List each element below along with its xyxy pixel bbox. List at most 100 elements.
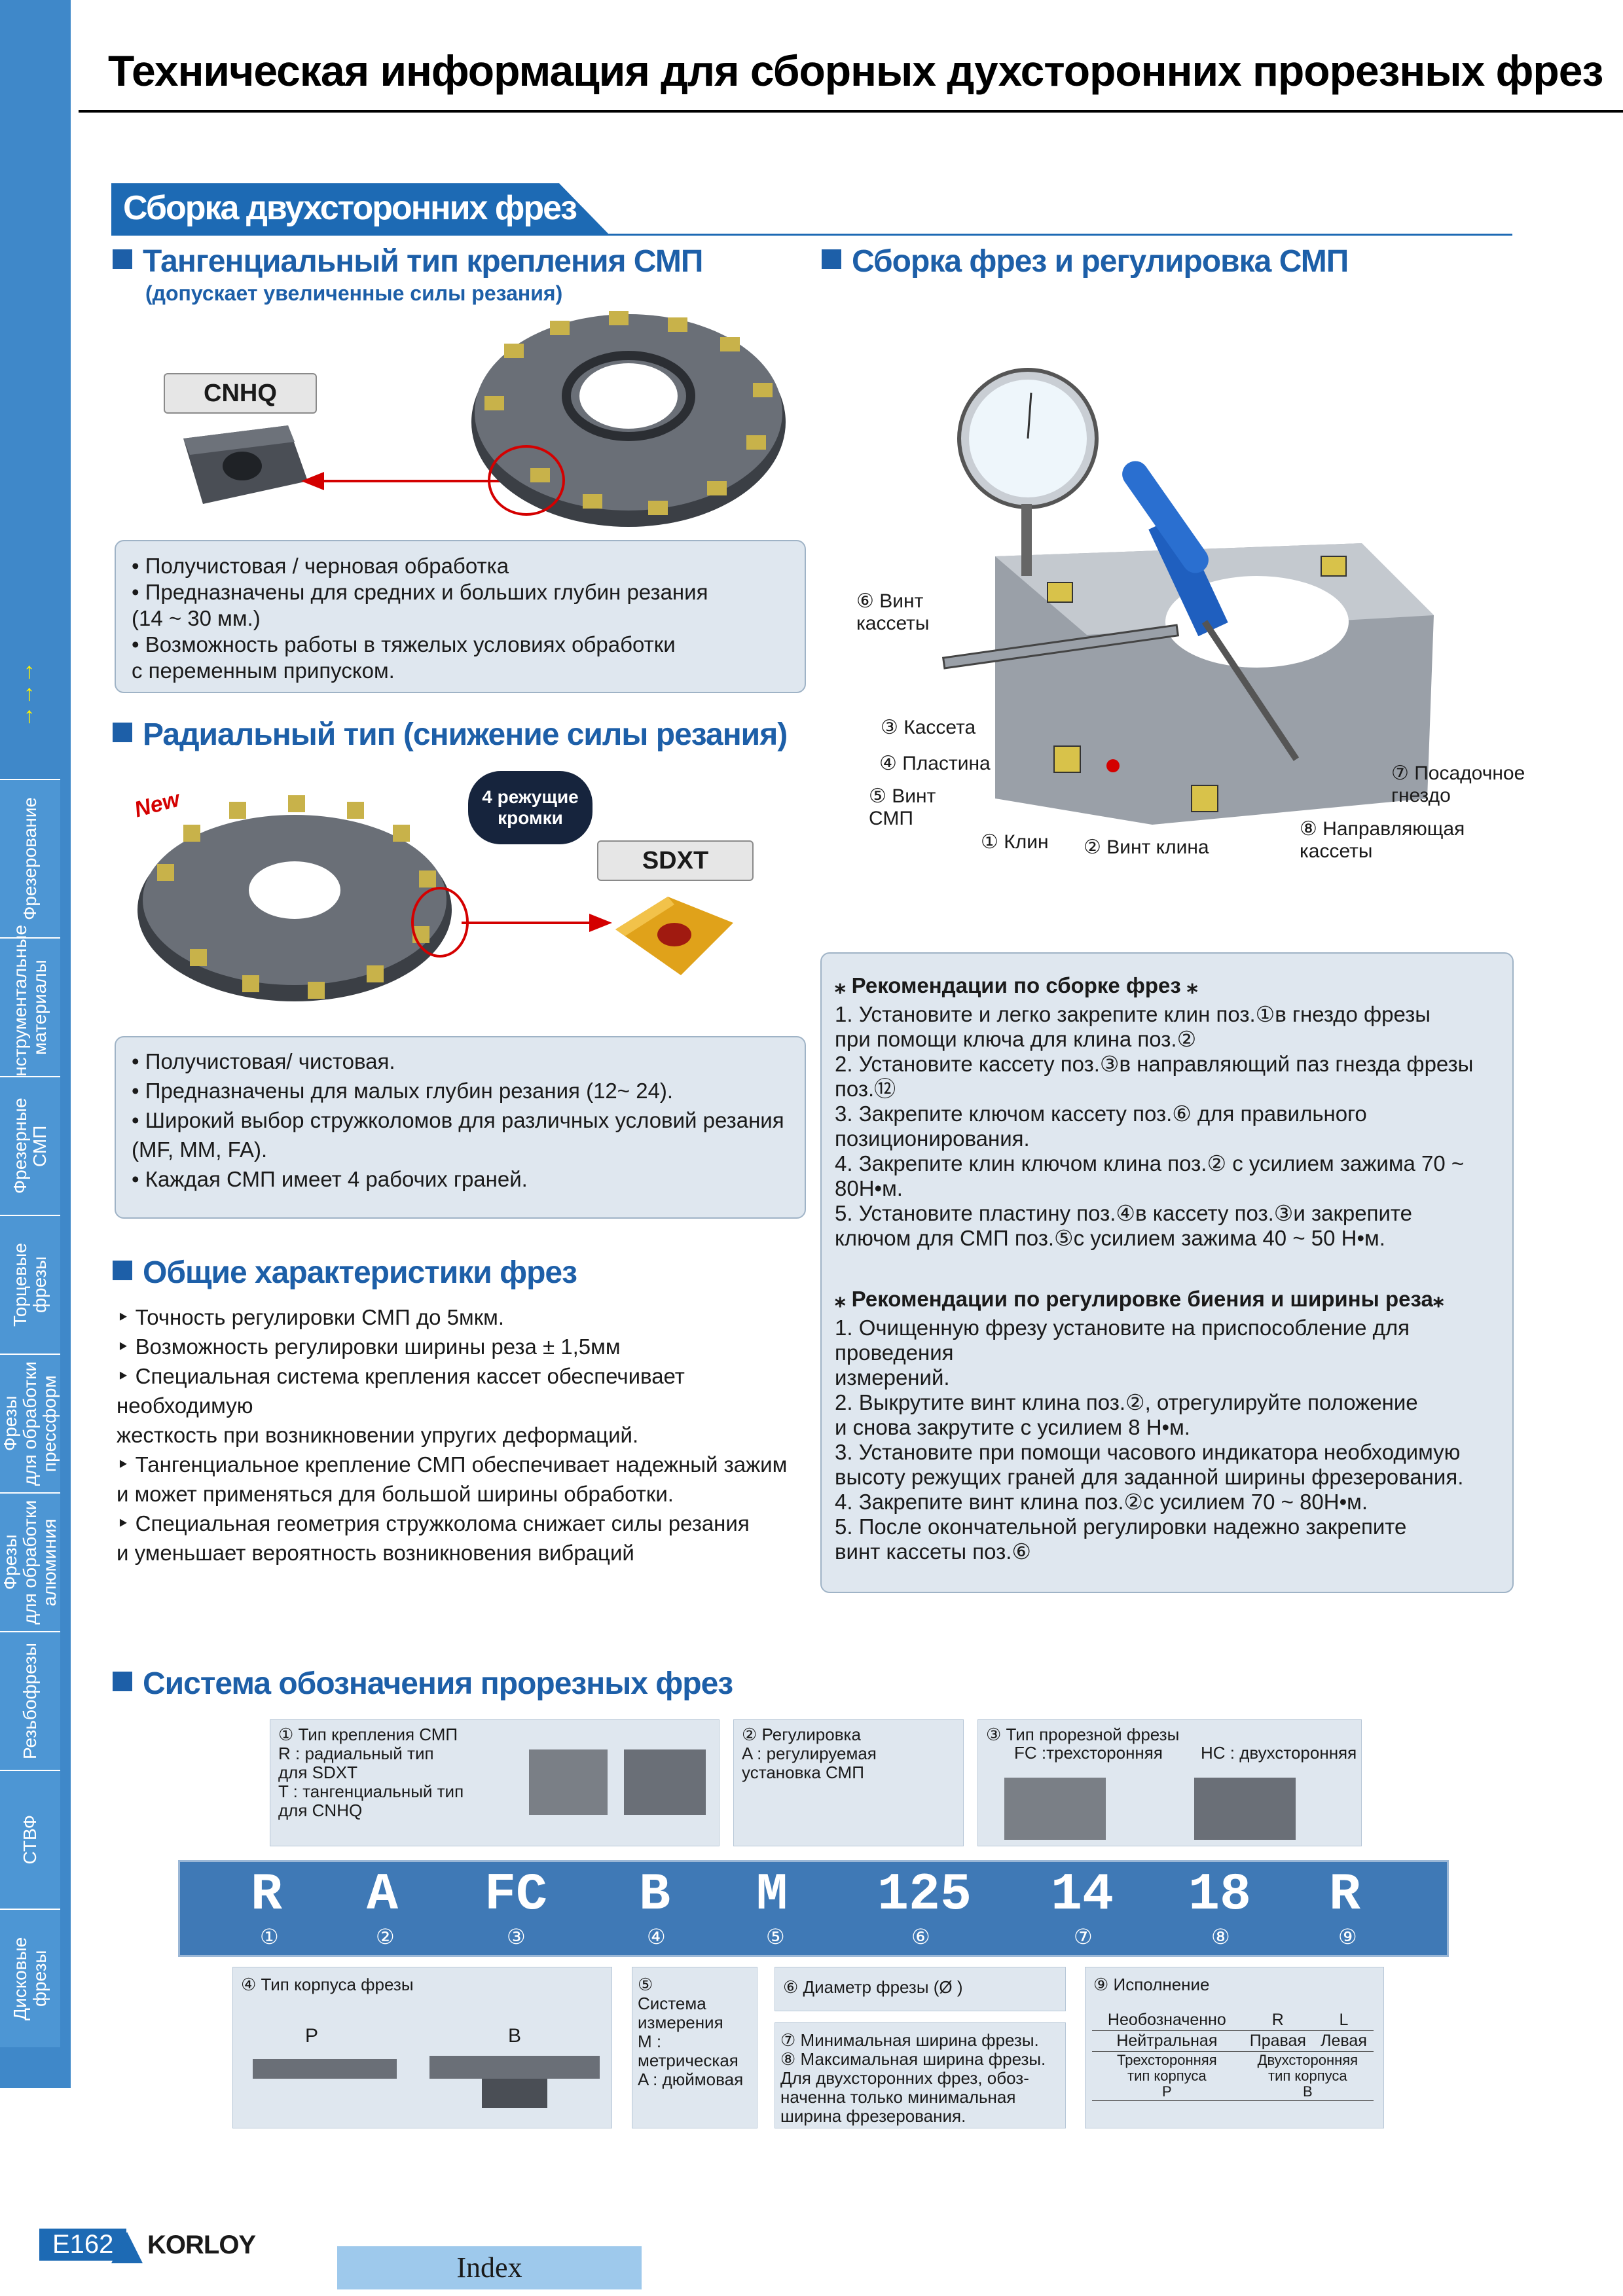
general-features-list: ‣ Точность регулировки СМП до 5мкм. ‣ Во… xyxy=(117,1302,824,1568)
list-item: позиционирования. xyxy=(835,1126,1030,1151)
radial-features-box: • Получистовая/ чистовая. • Предназначен… xyxy=(115,1036,806,1219)
designation-box-body-type: ④ Тип корпуса фрезы P B xyxy=(232,1967,612,2128)
cnhq-insert-image xyxy=(183,425,308,504)
sidebar-tab-aluminium-mills[interactable]: Фрезы для обработки алюминия xyxy=(0,1492,60,1631)
table-cell: Трехсторонняя тип корпуса P xyxy=(1117,2052,1217,2100)
table-cell: Нейтральная xyxy=(1116,2032,1218,2050)
designation-box-diameter: ⑥ Диаметр фрезы (Ø ) xyxy=(775,1967,1066,2011)
recommendations-box: ⁎ Рекомендации по сборке фрез ⁎ 1. Устан… xyxy=(820,952,1514,1593)
list-item: ‣ Тангенциальное крепление СМП обеспечив… xyxy=(117,1452,788,1477)
code-num: ④ xyxy=(647,1925,666,1948)
title-divider xyxy=(79,110,1623,113)
assembly-heading: Сборка фрез и регулировка СМП xyxy=(822,243,1349,279)
radial-insert-photo xyxy=(529,1749,608,1815)
code-num: ⑦ xyxy=(1074,1925,1093,1948)
pointer-arrow-icon xyxy=(462,914,612,932)
list-item: винт кассеты поз.⑥ xyxy=(835,1539,1031,1564)
designation-box-clamping: ① Тип крепления СМП R : радиальный тип д… xyxy=(270,1719,720,1846)
list-item: высоту режущих граней для заданной ширин… xyxy=(835,1465,1464,1489)
code-letter: M xyxy=(756,1865,788,1925)
designation-box-adjustment: ② Регулировка A : регулируемая установка… xyxy=(733,1719,964,1846)
general-heading: Общие характеристики фрез xyxy=(113,1255,577,1291)
list-item: • Широкий выбор стружколомов для различн… xyxy=(132,1108,784,1132)
code-letter: R xyxy=(251,1865,283,1925)
assembly-label-cassette-screw: ⑥ Винт кассеты xyxy=(856,590,930,634)
sidebar-tab-milling-inserts[interactable]: Фрезерные СМП xyxy=(0,1076,60,1215)
body-p-photo xyxy=(253,2059,397,2079)
cnhq-label: CNHQ xyxy=(164,373,317,414)
assembly-label-seat: ⑦ Посадочное гнездо xyxy=(1391,762,1525,806)
page-title: Техническая информация для сборных духст… xyxy=(108,46,1603,95)
designation-box-cutter-type: ③ Тип прорезной фрезы FC :трехсторонняя … xyxy=(977,1719,1362,1846)
list-item: и снова закрутите с усилием 8 Н•м. xyxy=(835,1415,1190,1439)
nav-arrows-icon[interactable]: ←←← xyxy=(20,661,45,728)
body-b-label: B xyxy=(508,2025,522,2047)
sdxt-insert-image xyxy=(615,897,733,975)
cutting-edges-badge: 4 режущие кромки xyxy=(468,771,593,844)
list-item: ‣ Специальная геометрия стружколома сниж… xyxy=(117,1511,750,1535)
code-letter: 125 xyxy=(877,1865,972,1925)
assembly-label-wedge: ① Клин xyxy=(981,831,1049,853)
highlight-circle xyxy=(411,887,469,958)
assembly-label-wedge-screw: ② Винт клина xyxy=(1084,836,1209,858)
adjustment-recommendations-title: ⁎ Рекомендации по регулировке биения и ш… xyxy=(835,1287,1444,1311)
table-cell: Двухсторонняя тип корпуса B xyxy=(1257,2052,1359,2100)
list-item: 1. Очищенную фрезу установите на приспос… xyxy=(835,1316,1410,1365)
designation-code-bar xyxy=(178,1860,1449,1957)
sidebar-tab-tool-materials[interactable]: Инструментальные материалы xyxy=(0,925,60,1090)
list-item: 4. Закрепите клин ключом клина поз.② с у… xyxy=(835,1151,1465,1200)
korloy-logo: KORLOY xyxy=(147,2231,256,2259)
list-item: 2. Выкрутите винт клина поз.②, отрегулир… xyxy=(835,1390,1418,1414)
sidebar-tab-thread-mills[interactable]: Резьбофрезы xyxy=(0,1631,60,1770)
hand-table: Необозначенно R L Нейтральная Правая Лев… xyxy=(1092,2010,1374,2101)
section-banner xyxy=(111,183,609,234)
fc-photo xyxy=(1004,1778,1106,1840)
list-item: 4. Закрепите винт клина поз.②с усилием 7… xyxy=(835,1490,1368,1514)
list-item: ‣ Точность регулировки СМП до 5мкм. xyxy=(117,1305,505,1329)
list-item: поз.⑫ xyxy=(835,1077,896,1101)
code-letter: 18 xyxy=(1188,1865,1252,1925)
tangential-insert-photo xyxy=(624,1749,706,1815)
designation-box-width: ⑦ Минимальная ширина фрезы. ⑧ Максимальн… xyxy=(775,2022,1066,2128)
sidebar-tab-stvf[interactable]: СТВФ xyxy=(0,1770,60,1909)
code-num: ② xyxy=(376,1925,395,1948)
code-num: ③ xyxy=(507,1925,526,1948)
radial-heading: Радиальный тип (снижение силы резания) xyxy=(113,717,788,753)
list-item: ‣ Возможность регулировки ширины реза ± … xyxy=(117,1335,621,1359)
table-cell: L xyxy=(1339,2011,1349,2029)
assembly-label-insert-screw: ⑤ Винт СМП xyxy=(869,785,936,829)
table-cell: Левая xyxy=(1321,2032,1367,2050)
sidebar-tab-milling[interactable]: Фрезерование xyxy=(0,779,60,937)
body-b-hub xyxy=(482,2079,547,2108)
list-item: 3. Установите при помощи часового индика… xyxy=(835,1440,1461,1464)
sidebar-tab-disc-mills[interactable]: Дисковые фрезы xyxy=(0,1909,60,2047)
assembly-label-cassette: ③ Кассета xyxy=(881,717,976,738)
body-p-label: P xyxy=(305,2025,319,2047)
list-item: 5. После окончательной регулировки надеж… xyxy=(835,1515,1407,1539)
radial-cutter-image xyxy=(137,795,452,1001)
designation-box-hand: ⑨ Исполнение Необозначенно R L Нейтральн… xyxy=(1085,1967,1384,2128)
code-num: ⑥ xyxy=(911,1925,930,1948)
list-item: 5. Установите пластину поз.④в кассету по… xyxy=(835,1201,1412,1225)
list-item: с переменным припуском. xyxy=(132,658,395,683)
page-number: E162 xyxy=(39,2229,127,2261)
code-letter: A xyxy=(367,1865,399,1925)
list-item: (MF, MM, FA). xyxy=(132,1138,268,1162)
list-item: при помощи ключа для клина поз.② xyxy=(835,1027,1197,1051)
list-item: • Получистовая/ чистовая. xyxy=(132,1049,395,1073)
table-cell: R xyxy=(1271,2011,1284,2029)
list-item: и уменьшает вероятность возникновения ви… xyxy=(117,1541,634,1565)
list-item: 3. Закрепите ключом кассету поз.⑥ для пр… xyxy=(835,1102,1367,1126)
code-num: ⑧ xyxy=(1211,1925,1230,1948)
code-letter: B xyxy=(639,1865,671,1925)
sidebar-tab-mold-mills[interactable]: Фрезы для обработки прессформ xyxy=(0,1354,60,1492)
list-item: • Предназначены для средних и больших гл… xyxy=(132,580,708,604)
list-item: • Предназначены для малых глубин резания… xyxy=(132,1079,674,1103)
list-item: 1. Установите и легко закрепите клин поз… xyxy=(835,1002,1431,1026)
assembly-label-cassette-guide: ⑧ Направляющая кассеты xyxy=(1300,818,1465,862)
index-button[interactable]: Index xyxy=(337,2246,642,2289)
sidebar-tab-face-mills[interactable]: Торцевые фрезы xyxy=(0,1215,60,1354)
banner-divider xyxy=(111,234,1512,236)
highlight-circle xyxy=(488,445,565,516)
tangential-subheading: (допускает увеличенные силы резания) xyxy=(145,281,563,305)
